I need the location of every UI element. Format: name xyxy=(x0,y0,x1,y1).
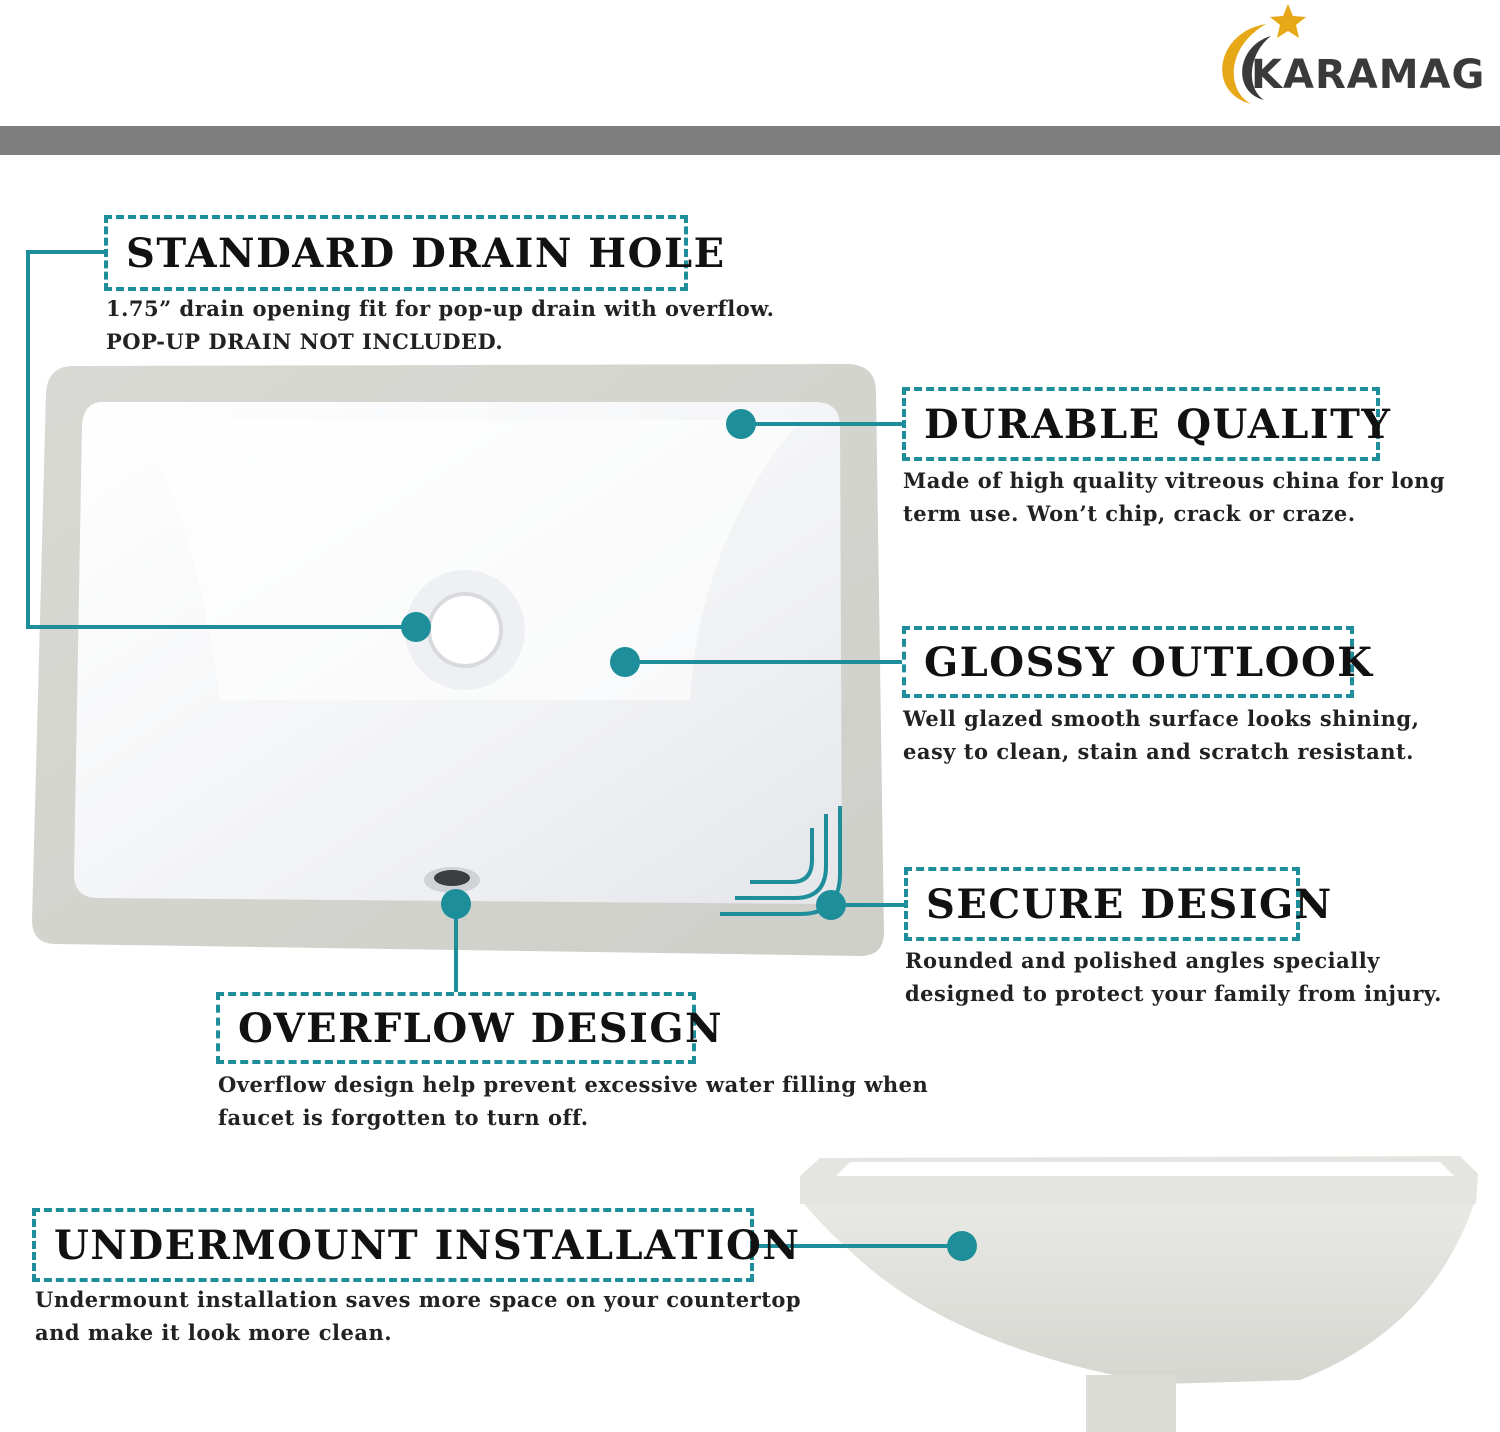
feature-overflow-box: OVERFLOW DESIGN xyxy=(216,992,722,1064)
logo-swoosh-star-icon xyxy=(1222,4,1306,104)
feature-overflow-desc: Overflow design help prevent excessive w… xyxy=(218,1072,929,1130)
feature-durable-desc: Made of high quality vitreous china for … xyxy=(903,468,1446,526)
feature-overflow-title: OVERFLOW DESIGN xyxy=(238,1004,724,1052)
feature-undermount-title: UNDERMOUNT INSTALLATION xyxy=(54,1221,801,1269)
glossy-dot xyxy=(610,647,640,677)
drain-hole-dot xyxy=(401,612,431,642)
feature-drain-hole-title: STANDARD DRAIN HOLE xyxy=(126,229,726,277)
feature-drain-hole-desc: 1.75” drain opening fit for pop-up drain… xyxy=(106,296,775,354)
brand-logo: KARAMAG xyxy=(1196,2,1484,112)
callout-connectors xyxy=(26,250,962,1248)
callout-dots xyxy=(401,409,977,1261)
feature-undermount-box: UNDERMOUNT INSTALLATION xyxy=(32,1208,799,1282)
sink-side-view xyxy=(800,1156,1478,1432)
feature-undermount-desc: Undermount installation saves more space… xyxy=(35,1287,802,1345)
feature-secure-box: SECURE DESIGN xyxy=(904,867,1331,941)
durable-dot xyxy=(726,409,756,439)
feature-glossy-title: GLOSSY OUTLOOK xyxy=(924,638,1374,686)
feature-glossy-desc: Well glazed smooth surface looks shining… xyxy=(903,706,1420,764)
brand-name: KARAMAG xyxy=(1251,52,1486,98)
feature-drain-hole-box: STANDARD DRAIN HOLE xyxy=(104,215,724,291)
overflow-dot xyxy=(441,889,471,919)
feature-glossy-box: GLOSSY OUTLOOK xyxy=(902,626,1372,698)
feature-durable-title: DURABLE QUALITY xyxy=(924,400,1392,448)
feature-secure-desc: Rounded and polished angles specially de… xyxy=(905,948,1442,1006)
secure-dot xyxy=(816,890,846,920)
header-divider-bar xyxy=(0,126,1500,155)
feature-secure-title: SECURE DESIGN xyxy=(926,880,1333,928)
sink-top-view xyxy=(32,364,884,956)
undermount-dot xyxy=(947,1231,977,1261)
feature-durable-box: DURABLE QUALITY xyxy=(902,387,1390,461)
